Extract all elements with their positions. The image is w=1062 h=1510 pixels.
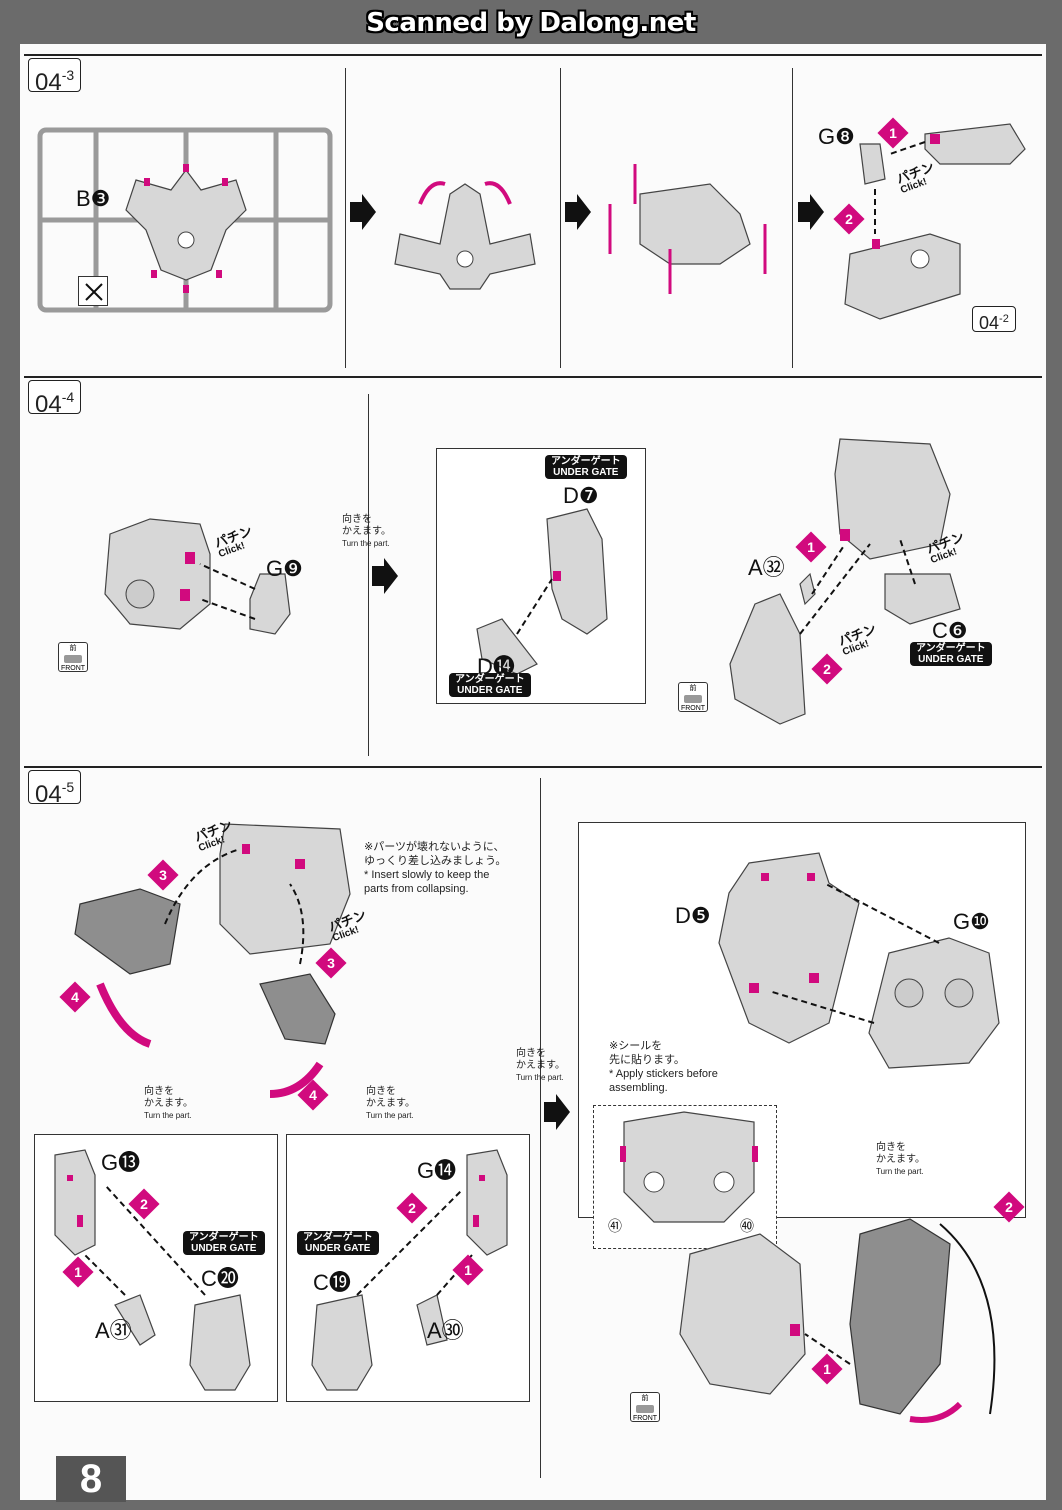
step-badge-2: 2 (811, 653, 843, 685)
turn-part-note: 向きを かえます。 Turn the part. (366, 1086, 415, 1120)
part-c20-tag: C⓴ (201, 1266, 239, 1291)
ref-step-label: 04-2 (972, 306, 1016, 333)
part-g10-tag: G❿ (953, 909, 990, 934)
step-04-3-label: 04-3 (28, 58, 82, 96)
insert-slowly-note: ※パーツが壊れないように、 ゆっくり差し込みましょう。 * Insert slo… (364, 840, 507, 895)
step-04-4-label: 04-4 (28, 380, 82, 418)
final-waist-illustration (679, 1218, 996, 1423)
flow-arrow (544, 1094, 570, 1130)
turn-part-note: 向きを かえます。 Turn the part. (144, 1086, 193, 1120)
waist-assembly-illustration (729, 438, 961, 725)
watermark: Scanned by Dalong.net (366, 8, 696, 38)
step-badge-1: 1 (62, 1256, 94, 1288)
sticker-41-tag: ㊶ (608, 1218, 622, 1234)
step-badge-2: 2 (396, 1192, 428, 1224)
part-d5-tag: D❺ (675, 903, 711, 928)
sticker-detail-box: ㊶ ㊵ (593, 1105, 777, 1249)
flow-arrow (372, 558, 398, 594)
flow-arrow (798, 194, 824, 230)
part-g8-tag: G❽ (818, 124, 855, 149)
sticker-note: ※シールを 先に貼ります。 * Apply stickers before as… (609, 1039, 718, 1094)
step-badge-3: 3 (147, 859, 179, 891)
turn-part-note: 向きを かえます。 Turn the part. (516, 1048, 565, 1082)
part-c6-tag: C❻ (932, 618, 968, 643)
part-a32-tag: A㉜ (748, 555, 785, 580)
body-g9-illustration (104, 518, 291, 635)
nipper-icon (78, 276, 108, 306)
runner-b-illustration (37, 127, 333, 313)
step-badge-4: 4 (297, 1079, 329, 1111)
step-badge-2: 2 (128, 1188, 160, 1220)
step-badge-4: 4 (59, 981, 91, 1013)
step-badge-1: 1 (811, 1353, 843, 1385)
part-d7-tag: D❼ (563, 483, 599, 508)
part-c19-tag: C⓳ (313, 1270, 351, 1295)
page-number: 8 (56, 1456, 126, 1502)
part-g9-tag: G❾ (266, 556, 303, 581)
step-divider (24, 376, 1042, 378)
turn-part-note: 向きを かえます。 Turn the part. (876, 1142, 925, 1176)
turn-part-note: 向きを かえます。 Turn the part. (342, 514, 391, 548)
step-badge-1: 1 (877, 117, 909, 149)
assemble-g8-illustration (844, 123, 1026, 320)
sticker-40-tag: ㊵ (740, 1218, 754, 1234)
waist-side-armor-illustration (74, 823, 351, 1098)
step-divider (24, 766, 1042, 768)
step-badge-2: 2 (833, 203, 865, 235)
step-badge-3: 3 (315, 947, 347, 979)
instruction-page: 04-3 B❸ (20, 44, 1046, 1500)
rotate-part-illustration (608, 164, 767, 294)
rear-armor-subdiagram: D❺ G❿ ※シールを 先に貼ります。 * Apply stickers bef… (578, 822, 1026, 1249)
part-g14-tag: G⓮ (417, 1158, 457, 1183)
flow-arrow (350, 194, 376, 230)
part-a30-tag: A㉚ (427, 1318, 464, 1343)
step-badge-1: 1 (795, 531, 827, 563)
step-badge-2: 2 (993, 1191, 1025, 1223)
step-divider (24, 54, 1042, 56)
part-a31-tag: A㉛ (95, 1318, 132, 1343)
part-b3-tag: B❸ (76, 186, 111, 211)
bent-part-illustration (394, 181, 536, 290)
flow-arrow (565, 194, 591, 230)
step-badge-1: 1 (452, 1254, 484, 1286)
part-g13-tag: G⓭ (101, 1150, 141, 1175)
step-04-5-label: 04-5 (28, 770, 82, 808)
